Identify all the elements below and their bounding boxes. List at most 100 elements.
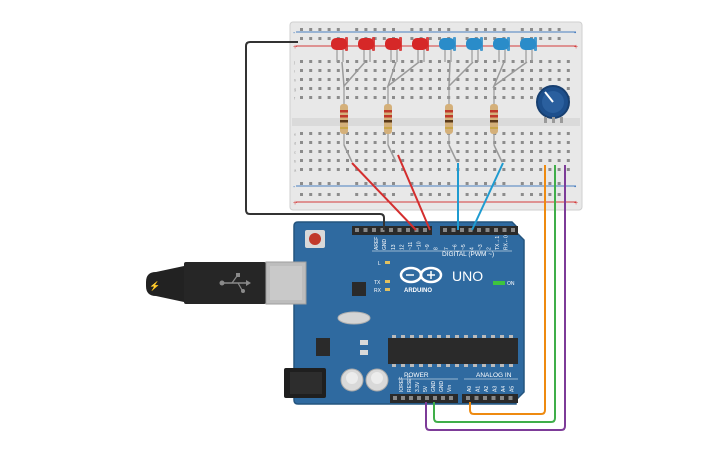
chip-pin <box>401 335 405 338</box>
header-socket[interactable] <box>406 228 410 232</box>
led-red[interactable] <box>385 38 401 50</box>
resistor[interactable] <box>490 104 498 134</box>
terminal-hole <box>364 159 368 162</box>
resistor-band <box>490 120 498 123</box>
rail-hole <box>539 182 543 185</box>
terminal-hole <box>309 60 313 63</box>
header-socket[interactable] <box>417 396 421 400</box>
header-socket[interactable] <box>397 228 402 232</box>
terminal-hole <box>502 87 506 90</box>
header-socket[interactable] <box>485 228 490 232</box>
terminal-hole <box>318 78 322 81</box>
usb-connector-inner <box>270 266 302 300</box>
terminal-hole <box>474 96 478 99</box>
header-socket[interactable] <box>423 228 427 232</box>
led-rim <box>426 37 429 51</box>
rail-hole <box>539 37 543 40</box>
header-socket[interactable] <box>441 396 445 400</box>
header-socket[interactable] <box>451 228 456 232</box>
terminal-hole <box>382 78 386 81</box>
rail-hole <box>557 182 561 185</box>
terminal-hole <box>410 60 414 63</box>
header-socket[interactable] <box>474 396 479 400</box>
usb-cable[interactable]: ⚡ <box>146 261 307 305</box>
terminal-hole <box>474 150 478 153</box>
terminal-hole <box>566 141 570 144</box>
header-socket[interactable] <box>477 228 481 232</box>
terminal-hole <box>327 168 331 171</box>
terminal-hole <box>410 69 414 72</box>
wire-black-gnd[interactable] <box>245 41 385 230</box>
wire-green-gnd[interactable] <box>433 165 556 423</box>
header-socket[interactable] <box>466 396 470 400</box>
wire-red-1[interactable] <box>351 162 417 231</box>
terminal-hole <box>438 60 441 63</box>
header-socket[interactable] <box>380 228 385 232</box>
header-socket[interactable] <box>393 396 397 400</box>
terminal-hole <box>300 78 303 81</box>
header-socket[interactable] <box>449 396 453 400</box>
header-socket[interactable] <box>389 228 393 232</box>
rail-hole <box>336 28 340 31</box>
terminal-hole <box>336 60 340 63</box>
terminal-hole <box>392 78 395 81</box>
analog-pin-label: A5 <box>510 386 516 392</box>
header-socket[interactable] <box>409 396 413 400</box>
header-socket[interactable] <box>414 228 419 232</box>
terminal-hole <box>401 60 405 63</box>
terminal-hole <box>484 87 487 90</box>
breadboard-components <box>331 37 537 163</box>
row-letter: c <box>294 150 296 155</box>
header-socket[interactable] <box>401 396 405 400</box>
wire-red-2[interactable] <box>397 154 431 231</box>
header-socket[interactable] <box>355 228 359 232</box>
wire-purple-5v[interactable] <box>425 165 566 431</box>
resistor[interactable] <box>384 104 392 134</box>
header-socket[interactable] <box>425 396 429 400</box>
reset-button-cap[interactable] <box>309 233 321 245</box>
header-socket[interactable] <box>468 228 473 232</box>
potentiometer[interactable] <box>536 85 570 123</box>
led-blue[interactable] <box>439 38 455 50</box>
terminal-hole <box>511 87 515 90</box>
chip-pin <box>455 364 459 367</box>
terminal-hole <box>392 96 395 99</box>
wire-orange-wiper[interactable] <box>469 165 546 415</box>
header-socket[interactable] <box>372 228 376 232</box>
led-red[interactable] <box>358 38 374 50</box>
terminal-hole <box>484 78 487 81</box>
header-socket[interactable] <box>494 228 498 232</box>
led-blue[interactable] <box>466 38 482 50</box>
rail-hole <box>548 28 552 31</box>
power-pin-label: GND <box>431 381 437 393</box>
header-socket[interactable] <box>483 396 487 400</box>
led-red[interactable] <box>331 38 347 50</box>
resistor[interactable] <box>340 104 348 134</box>
header-socket[interactable] <box>511 228 515 232</box>
header-socket[interactable] <box>502 228 507 232</box>
rail-minus-label: - <box>293 30 296 37</box>
led-blue[interactable] <box>520 38 536 50</box>
header-socket[interactable] <box>500 396 504 400</box>
terminal-hole <box>410 78 414 81</box>
terminal-hole <box>465 150 469 153</box>
resistor[interactable] <box>445 104 453 134</box>
header-socket[interactable] <box>508 396 513 400</box>
terminal-hole <box>465 78 469 81</box>
led-red[interactable] <box>412 38 428 50</box>
led-blue[interactable] <box>493 38 509 50</box>
analog-pin-label: A1 <box>476 386 482 392</box>
wire-blue-2[interactable] <box>471 162 504 231</box>
chip-pin <box>419 335 423 338</box>
header-socket[interactable] <box>363 228 368 232</box>
rail-hole <box>419 28 423 31</box>
header-socket[interactable] <box>443 228 447 232</box>
chip-pin <box>491 335 495 338</box>
header-socket[interactable] <box>460 228 464 232</box>
header-socket[interactable] <box>491 396 496 400</box>
header-socket[interactable] <box>433 396 437 400</box>
